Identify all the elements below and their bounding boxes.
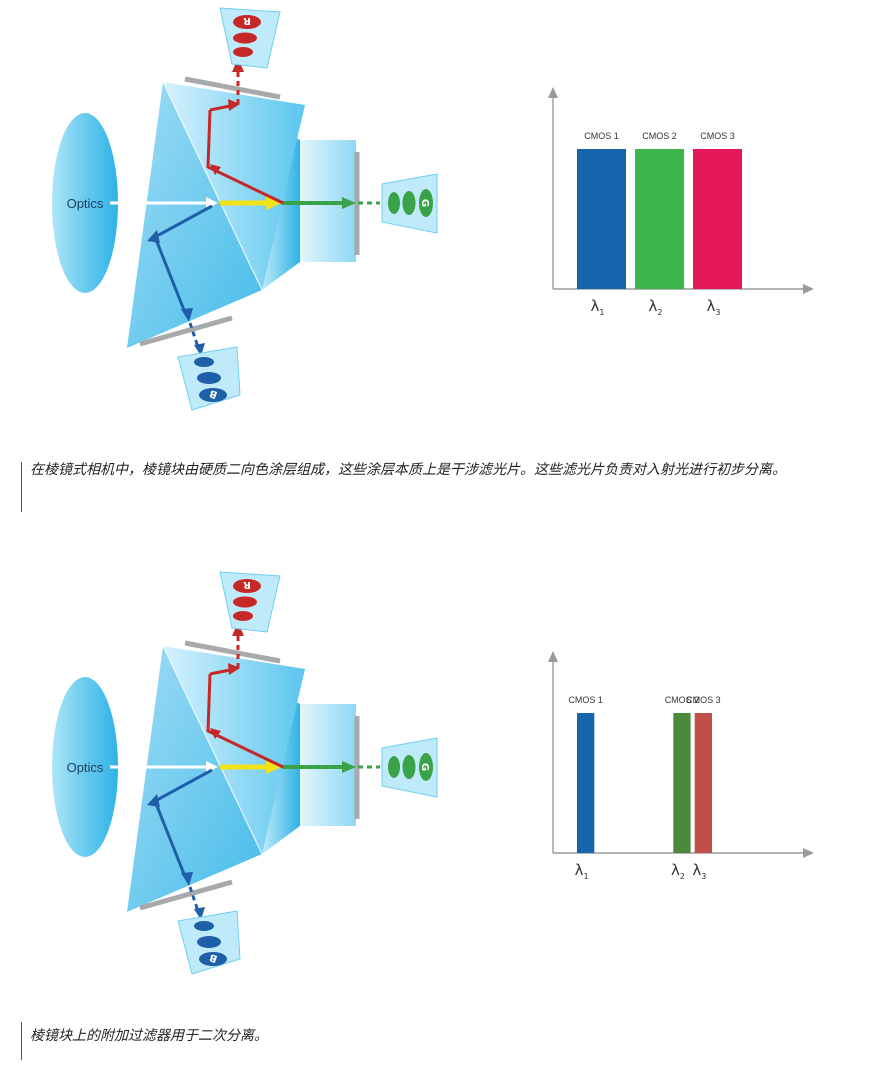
blue-filter-plate — [139, 879, 233, 911]
bar-label-2: CMOS 2 — [665, 695, 700, 705]
caption-text-1: 在棱镜式相机中，棱镜块由硬质二向色涂层组成，这些涂层本质上是干涉滤光片。这些滤光… — [30, 462, 786, 478]
bar-3 — [693, 149, 742, 289]
bar-label-3: CMOS 3 — [700, 131, 735, 141]
figure-caption-2: 棱镜块上的附加过滤器用于二次分离。 — [21, 1022, 870, 1060]
green-channel-letter: G — [419, 199, 430, 207]
red-light-path — [206, 673, 284, 769]
x-tick-label-3: λ3 — [692, 861, 706, 881]
green-channel-letter: G — [419, 763, 430, 771]
x-tick-label-2: λ2 — [671, 861, 685, 881]
optics-lens — [52, 677, 118, 857]
bar-label-2: CMOS 2 — [642, 131, 677, 141]
bar-1 — [577, 149, 626, 289]
blue-channel-letter: B — [208, 951, 219, 964]
bar-label-3: CMOS 3 — [686, 695, 721, 705]
blue-channel-letter: B — [208, 387, 219, 400]
optics-lens — [52, 113, 118, 293]
red-channel-letter: R — [243, 15, 251, 26]
spectrum-chart-2: CMOS 1 λ1 CMOS 2 λ2 CMOS 3 λ3 — [548, 651, 814, 881]
x-tick-label-1: λ1 — [575, 861, 589, 881]
bar-2 — [635, 149, 684, 289]
red-light-path — [206, 109, 284, 205]
prism-face-top — [163, 646, 305, 854]
x-tick-label-1: λ1 — [591, 297, 605, 317]
spectrum-chart-1: CMOS 1 λ1 CMOS 2 λ2 CMOS 3 λ3 — [548, 87, 814, 317]
bar-2 — [673, 713, 691, 853]
prism-camera-figure-1: Optics — [0, 0, 872, 430]
caption-text-2: 棱镜块上的附加过滤器用于二次分离。 — [30, 1028, 268, 1044]
figure-caption-1: 在棱镜式相机中，棱镜块由硬质二向色涂层组成，这些涂层本质上是干涉滤光片。这些滤光… — [21, 462, 870, 512]
optics-label: Optics — [67, 196, 104, 211]
bar-3 — [694, 713, 712, 853]
bar-1 — [577, 713, 595, 853]
bar-label-1: CMOS 1 — [568, 695, 603, 705]
red-filter-plate — [184, 640, 281, 664]
x-tick-label-2: λ2 — [649, 297, 663, 317]
bar-label-1: CMOS 1 — [584, 131, 619, 141]
blue-filter-plate — [139, 315, 233, 347]
prism-diagram-2: Optics — [52, 571, 814, 975]
prism-diagram-1: Optics — [52, 7, 814, 411]
prism-camera-figure-2: Optics — [0, 560, 872, 990]
red-filter-plate — [184, 76, 281, 100]
x-tick-label-3: λ3 — [707, 297, 721, 317]
prism-face-top — [163, 82, 305, 290]
optics-label: Optics — [67, 760, 104, 775]
red-channel-letter: R — [243, 579, 251, 590]
